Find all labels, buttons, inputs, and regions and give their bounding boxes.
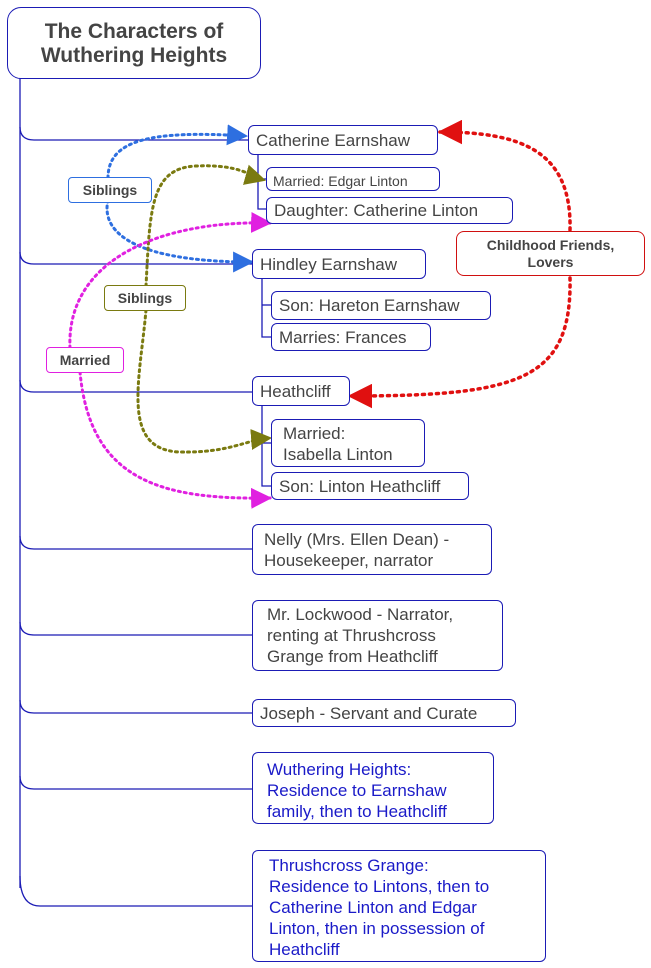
node-joseph: Joseph - Servant and Curate — [252, 699, 516, 727]
node-marries-frances: Marries: Frances — [271, 323, 431, 351]
branch-thrushcross — [19, 875, 252, 907]
node-heathcliff: Heathcliff — [252, 376, 350, 406]
label-childhood-friends-lovers: Childhood Friends, Lovers — [456, 231, 645, 276]
node-son-linton-heathcliff: Son: Linton Heathcliff — [271, 472, 469, 500]
lovers-red-arrow — [437, 119, 572, 232]
siblings-blue-arrow-2 — [106, 124, 249, 180]
lovers-red-arrow-2 — [347, 276, 572, 409]
branch-catherine — [19, 126, 248, 141]
sub-hindley — [261, 279, 271, 338]
siblings-olive-arrow-2 — [136, 308, 273, 454]
married-magenta-arrow-2 — [78, 370, 273, 509]
label-married-magenta: Married — [46, 347, 124, 373]
branch-joseph — [19, 699, 252, 714]
sub-catherine — [257, 154, 266, 210]
diagram-title: The Characters of Wuthering Heights — [7, 7, 261, 79]
branch-nelly — [19, 535, 252, 550]
married-magenta-arrow — [68, 211, 273, 350]
node-daughter-catherine-linton: Daughter: Catherine Linton — [266, 197, 513, 224]
label-siblings-blue: Siblings — [68, 177, 152, 203]
node-wuthering-heights: Wuthering Heights: Residence to Earnshaw… — [252, 752, 494, 824]
node-hindley-earnshaw: Hindley Earnshaw — [252, 249, 426, 279]
siblings-olive-arrow — [144, 164, 267, 288]
branch-wuthering — [19, 775, 252, 790]
branch-hindley — [19, 251, 252, 265]
node-catherine-earnshaw: Catherine Earnshaw — [248, 125, 438, 155]
label-siblings-olive: Siblings — [104, 285, 186, 311]
node-nelly: Nelly (Mrs. Ellen Dean) - Housekeeper, n… — [252, 524, 492, 575]
node-married-isabella-linton: Married: Isabella Linton — [271, 419, 425, 467]
siblings-blue-arrow — [105, 198, 255, 273]
node-thrushcross-grange: Thrushcross Grange: Residence to Lintons… — [252, 850, 546, 962]
branch-lockwood — [19, 621, 252, 636]
sub-heathcliff — [261, 406, 271, 487]
node-married-edgar-linton: Married: Edgar Linton — [266, 167, 440, 191]
node-son-hareton-earnshaw: Son: Hareton Earnshaw — [271, 291, 491, 320]
node-lockwood: Mr. Lockwood - Narrator, renting at Thru… — [252, 600, 503, 671]
branch-heathcliff — [19, 379, 252, 393]
